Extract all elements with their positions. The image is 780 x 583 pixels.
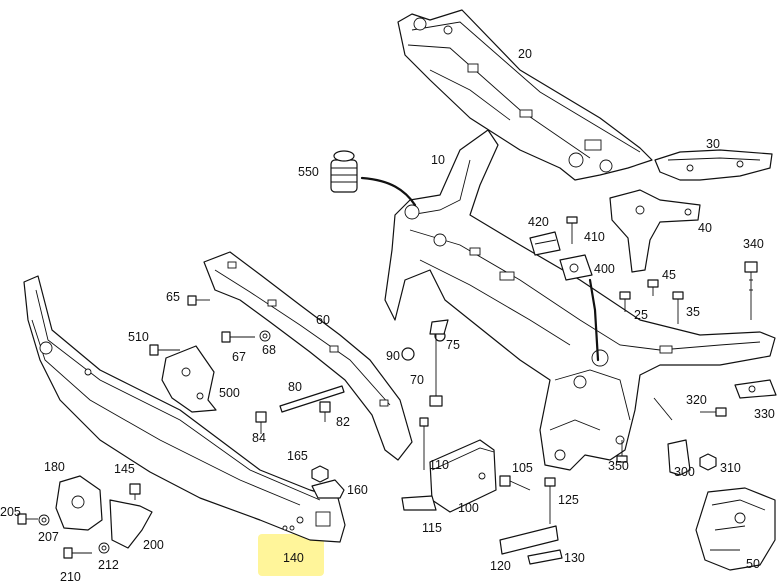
callout-20: 20 — [518, 47, 532, 61]
callout-165: 165 — [287, 449, 308, 463]
callout-67: 67 — [232, 350, 246, 364]
part-80-bar[interactable] — [279, 385, 345, 413]
part-310-nut[interactable] — [699, 453, 717, 471]
part-110-bolt[interactable] — [419, 417, 429, 470]
callout-80: 80 — [288, 380, 302, 394]
callout-130: 130 — [564, 551, 585, 565]
callout-40: 40 — [698, 221, 712, 235]
callout-68: 68 — [262, 343, 276, 357]
part-125-bolt[interactable] — [544, 477, 556, 524]
callout-35: 35 — [686, 305, 700, 319]
callout-82: 82 — [336, 415, 350, 429]
callout-125: 125 — [558, 493, 579, 507]
callout-310: 310 — [720, 461, 741, 475]
callout-212: 212 — [98, 558, 119, 572]
callout-65: 65 — [166, 290, 180, 304]
part-165-nut[interactable] — [311, 465, 329, 483]
part-130-plate[interactable] — [527, 549, 563, 565]
part-510-bolt[interactable] — [149, 344, 180, 356]
callout-labels: 20 30 10 550 420 410 400 40 340 45 25 35… — [0, 47, 775, 583]
part-67-bolt[interactable] — [221, 331, 255, 343]
callout-400: 400 — [594, 262, 615, 276]
callout-45: 45 — [662, 268, 676, 282]
part-340-long-bolt[interactable] — [744, 261, 758, 320]
callout-75: 75 — [446, 338, 460, 352]
callout-420: 420 — [528, 215, 549, 229]
callout-410: 410 — [584, 230, 605, 244]
part-205-bolt[interactable] — [17, 513, 38, 525]
part-70-link[interactable] — [429, 319, 449, 407]
part-40-bracket[interactable] — [609, 189, 701, 273]
part-212-washer[interactable] — [98, 542, 110, 554]
part-50-mount[interactable] — [695, 487, 776, 571]
callout-120: 120 — [490, 559, 511, 573]
part-35-bolt[interactable] — [672, 291, 684, 324]
highlight-140 — [258, 534, 324, 576]
callout-205: 205 — [0, 505, 21, 519]
part-30-bracket[interactable] — [654, 149, 773, 181]
callout-30: 30 — [706, 137, 720, 151]
part-115-bracket[interactable] — [401, 495, 437, 511]
callout-115: 115 — [422, 521, 442, 535]
callout-180: 180 — [44, 460, 65, 474]
part-500-bracket[interactable] — [161, 345, 217, 413]
callout-70: 70 — [410, 373, 424, 387]
part-200-bracket[interactable] — [109, 499, 153, 549]
callout-140: 140 — [283, 551, 304, 565]
part-60-absorber[interactable] — [203, 251, 413, 461]
part-25-bolt[interactable] — [619, 291, 631, 312]
part-145-bolt[interactable] — [129, 483, 141, 500]
part-210-bolt[interactable] — [63, 547, 92, 559]
part-68-washer[interactable] — [259, 330, 271, 342]
callout-200: 200 — [143, 538, 164, 552]
callout-105: 105 — [512, 461, 533, 475]
callout-160: 160 — [347, 483, 368, 497]
part-90-bushing[interactable] — [401, 347, 415, 361]
part-350-bolt[interactable] — [616, 440, 628, 463]
part-10-front-subframe[interactable] — [384, 129, 776, 471]
part-120-block[interactable] — [499, 525, 559, 555]
callout-510: 510 — [128, 330, 149, 344]
part-105-bolt[interactable] — [499, 475, 531, 491]
part-20-crossmember[interactable] — [397, 9, 653, 181]
part-420-clip[interactable] — [529, 231, 561, 256]
callout-110: 110 — [429, 458, 449, 472]
callout-207: 207 — [38, 530, 59, 544]
part-320-bolt[interactable] — [700, 407, 727, 417]
callout-145: 145 — [114, 462, 135, 476]
callout-84: 84 — [252, 431, 266, 445]
callout-90: 90 — [386, 349, 400, 363]
callout-500: 500 — [219, 386, 240, 400]
part-65-bolt[interactable] — [187, 295, 210, 306]
part-160-bracket[interactable] — [311, 479, 345, 499]
callout-25: 25 — [634, 308, 648, 322]
part-180-mount[interactable] — [55, 475, 103, 531]
callout-320: 320 — [686, 393, 707, 407]
part-410-screw[interactable] — [566, 216, 600, 362]
callout-100: 100 — [458, 501, 479, 515]
part-140-bumper-beam[interactable] — [23, 275, 346, 543]
callout-350: 350 — [608, 459, 629, 473]
part-45-bolt[interactable] — [647, 279, 659, 296]
callout-60: 60 — [316, 313, 330, 327]
callout-300: 300 — [674, 465, 695, 479]
part-330-clip[interactable] — [734, 379, 777, 399]
callout-340: 340 — [743, 237, 764, 251]
callout-330: 330 — [754, 407, 775, 421]
callout-10: 10 — [431, 153, 445, 167]
part-207-washer[interactable] — [38, 514, 50, 526]
part-550-bump-stop[interactable] — [330, 150, 417, 207]
part-300-bracket[interactable] — [653, 397, 691, 476]
callout-50: 50 — [746, 557, 760, 571]
callout-210: 210 — [60, 570, 81, 583]
part-400-mount[interactable] — [559, 254, 593, 281]
part-84-bolt[interactable] — [255, 411, 267, 434]
part-82-bolt[interactable] — [319, 401, 331, 422]
callout-550: 550 — [298, 165, 319, 179]
